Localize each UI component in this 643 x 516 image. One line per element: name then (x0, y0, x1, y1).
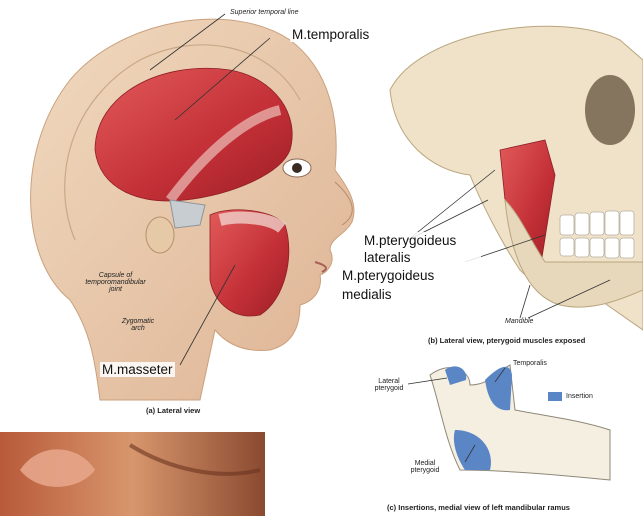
masseter-label: M.masseter (100, 362, 175, 377)
photo-strip (0, 432, 265, 516)
zygomatic-arch-label: Zygomatic arch (118, 318, 158, 332)
temporalis-c-label: Temporalis (513, 360, 547, 367)
caption-c: (c) Insertions, medial view of left mand… (387, 503, 570, 512)
lateral-pterygoid-c-label: Lateral pterygoid (370, 378, 408, 392)
mandible-label: Mandible (505, 318, 533, 325)
pterygoideus-medialis-label: M.pterygoideus medialis (340, 266, 484, 304)
temporalis-label: M.temporalis (290, 27, 371, 42)
panel-c-ramus (430, 365, 610, 480)
insertion-swatch (548, 392, 562, 401)
capsule-label: Capsule of temporomandibular joint (78, 272, 153, 293)
superior-temporal-line-label: Superior temporal line (230, 9, 298, 16)
medial-pterygoid-c-label: Medial pterygoid (405, 460, 445, 474)
insertion-label: Insertion (566, 393, 593, 400)
caption-b: (b) Lateral view, pterygoid muscles expo… (428, 336, 585, 345)
caption-a: (a) Lateral view (146, 406, 200, 415)
pterygoideus-lateralis-label: M.pterygoideus lateralis (362, 232, 481, 266)
